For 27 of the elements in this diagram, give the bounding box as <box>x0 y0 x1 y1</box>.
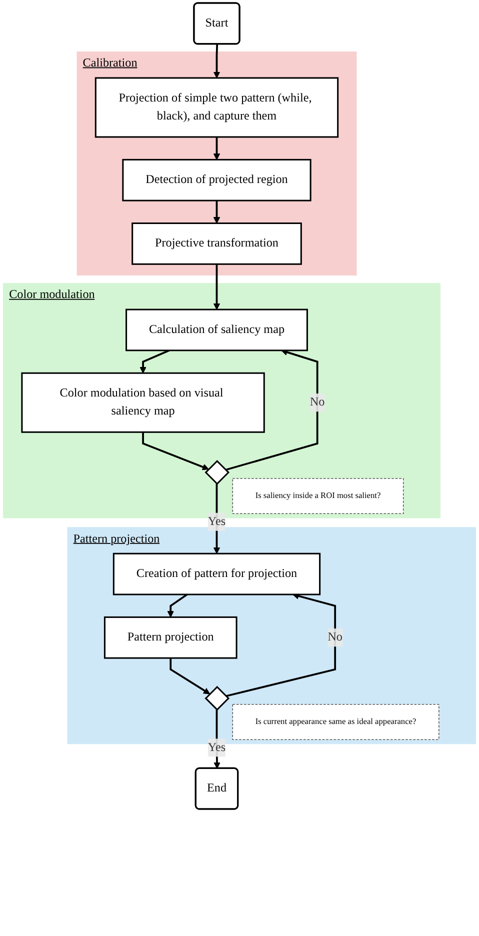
arrow <box>142 432 209 470</box>
node-box: Projection of simple two pattern (while, black), and capture them <box>94 77 339 138</box>
node-box: Is current appearance same as ideal appearance? <box>232 704 440 740</box>
edge-label: Yes <box>208 740 226 754</box>
arrow <box>213 136 220 160</box>
arrow <box>213 484 220 554</box>
node-box: Creation of pattern for projection <box>112 552 321 596</box>
arrow <box>225 349 318 471</box>
arrow <box>213 264 220 310</box>
edge-label: Yes <box>208 515 226 528</box>
edge-label: No <box>328 630 342 644</box>
node-box: Color modulation based on visual saliency map <box>21 372 265 433</box>
arrow <box>214 710 220 769</box>
arrow <box>167 594 188 618</box>
arrow <box>140 350 170 374</box>
arrow <box>213 200 220 224</box>
node-diamond <box>204 460 230 485</box>
node-box: Projective transformation <box>132 222 302 265</box>
arrow <box>170 658 210 694</box>
node-diamond <box>204 686 230 711</box>
arrow <box>226 592 336 698</box>
node-box: Is saliency inside a ROI most salient? <box>232 478 404 514</box>
node-box: Pattern projection <box>104 616 238 659</box>
arrow <box>213 44 220 78</box>
node-box: Calculation of saliency map <box>126 308 308 352</box>
node-box: Detection of projected region <box>122 158 312 202</box>
edge-label: No <box>310 396 325 409</box>
